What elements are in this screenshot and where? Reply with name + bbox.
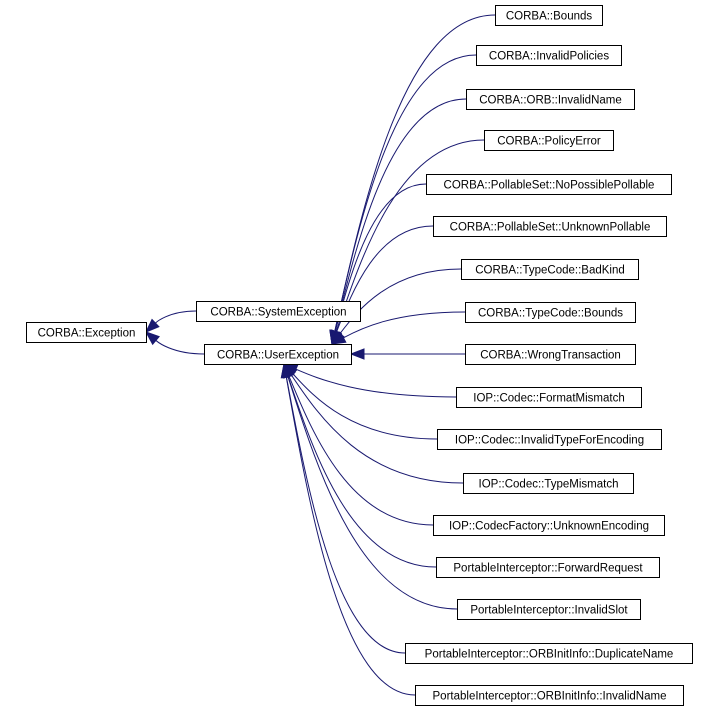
edge-line — [155, 340, 205, 355]
class-label: CORBA::UserException — [217, 350, 339, 362]
class-node-unknownpollable[interactable]: CORBA::PollableSet::UnknownPollable — [433, 216, 667, 237]
class-box — [456, 387, 642, 408]
class-box — [433, 216, 667, 237]
edge-line — [292, 373, 438, 440]
edge-line — [290, 374, 464, 484]
class-node-formatmismatch[interactable]: IOP::Codec::FormatMismatch — [456, 387, 642, 408]
class-label: PortableInterceptor::ORBInitInfo::Duplic… — [425, 649, 674, 661]
class-node-duplicatename[interactable]: PortableInterceptor::ORBInitInfo::Duplic… — [405, 643, 693, 664]
class-label: IOP::Codec::TypeMismatch — [479, 479, 619, 491]
inheritance-edge-forwardrequest — [282, 362, 437, 568]
arrowhead — [280, 362, 292, 379]
class-node-system[interactable]: CORBA::SystemException — [196, 301, 361, 322]
class-box — [476, 45, 622, 66]
class-box — [466, 89, 635, 110]
class-label: CORBA::PollableSet::UnknownPollable — [450, 222, 651, 234]
class-label: PortableInterceptor::ORBInitInfo::Invali… — [433, 691, 667, 703]
class-box — [426, 174, 672, 195]
class-box — [463, 473, 634, 494]
edge-line — [334, 14, 496, 332]
class-label: CORBA::Exception — [38, 328, 136, 340]
class-box — [495, 5, 603, 26]
edge-line — [287, 376, 458, 610]
class-box — [461, 259, 639, 280]
class-label: CORBA::TypeCode::BadKind — [475, 265, 625, 277]
class-box — [437, 429, 662, 450]
edge-line — [285, 376, 416, 696]
edge-line — [334, 54, 477, 332]
inheritance-edge-typemismatch — [283, 362, 464, 484]
class-node-invalidpolicies[interactable]: CORBA::InvalidPolicies — [476, 45, 622, 66]
inheritance-edge-user — [144, 331, 205, 355]
class-box — [196, 301, 361, 322]
class-box — [484, 130, 614, 151]
inheritance-edge-wrongtransaction — [349, 348, 466, 360]
class-label: CORBA::InvalidPolicies — [489, 51, 609, 63]
class-box — [436, 557, 660, 578]
class-label: CORBA::ORB::InvalidName — [479, 95, 622, 107]
class-box — [204, 344, 352, 365]
inheritance-edge-duplicatename — [280, 362, 406, 654]
class-label: IOP::CodecFactory::UnknownEncoding — [449, 521, 649, 533]
class-box — [433, 515, 665, 536]
class-node-invalidslot[interactable]: PortableInterceptor::InvalidSlot — [457, 599, 641, 620]
edge-line — [295, 368, 457, 398]
arrowhead — [349, 348, 365, 360]
class-label: CORBA::SystemException — [210, 307, 346, 319]
class-node-invalidtypeforencoding[interactable]: IOP::Codec::InvalidTypeForEncoding — [437, 429, 662, 450]
class-node-bounds[interactable]: CORBA::Bounds — [495, 5, 603, 26]
class-node-policyerror[interactable]: CORBA::PolicyError — [484, 130, 614, 151]
class-node-exception[interactable]: CORBA::Exception — [26, 322, 147, 343]
class-label: CORBA::PolicyError — [497, 136, 601, 148]
inheritance-edge-tc-bounds — [330, 311, 466, 345]
class-node-nopossiblepollable[interactable]: CORBA::PollableSet::NoPossiblePollable — [426, 174, 672, 195]
edge-line — [343, 311, 466, 339]
class-label: CORBA::WrongTransaction — [480, 350, 621, 362]
class-node-orbinit-invalidname[interactable]: PortableInterceptor::ORBInitInfo::Invali… — [415, 685, 684, 706]
class-label: IOP::Codec::FormatMismatch — [473, 393, 624, 405]
class-box — [415, 685, 684, 706]
edge-line — [288, 375, 434, 526]
arrowhead — [330, 332, 347, 345]
class-label: CORBA::PollableSet::NoPossiblePollable — [444, 180, 655, 192]
class-node-badkind[interactable]: CORBA::TypeCode::BadKind — [461, 259, 639, 280]
class-label: IOP::Codec::InvalidTypeForEncoding — [455, 435, 644, 447]
class-node-forwardrequest[interactable]: PortableInterceptor::ForwardRequest — [436, 557, 660, 578]
class-node-orb-invalidname[interactable]: CORBA::ORB::InvalidName — [466, 89, 635, 110]
edge-line — [339, 268, 462, 334]
arrowhead — [144, 318, 160, 333]
class-label: PortableInterceptor::InvalidSlot — [470, 605, 628, 617]
edge-line — [155, 310, 197, 324]
class-box — [26, 322, 147, 343]
class-box — [405, 643, 693, 664]
class-node-typemismatch[interactable]: IOP::Codec::TypeMismatch — [463, 473, 634, 494]
inheritance-edge-formatmismatch — [282, 363, 457, 398]
inheritance-edge-invalidtypeforencoding — [283, 362, 438, 440]
class-node-user[interactable]: CORBA::UserException — [204, 344, 352, 365]
inheritance-edge-orbinit-invalidname — [280, 362, 416, 696]
edge-line — [334, 98, 467, 332]
inheritance-edge-system — [144, 310, 197, 333]
class-label: PortableInterceptor::ForwardRequest — [453, 563, 643, 575]
class-node-wrongtransaction[interactable]: CORBA::WrongTransaction — [465, 344, 636, 365]
class-node-unknownencoding[interactable]: IOP::CodecFactory::UnknownEncoding — [433, 515, 665, 536]
arrowhead — [144, 331, 160, 346]
class-label: CORBA::TypeCode::Bounds — [478, 308, 623, 320]
edge-line — [285, 376, 406, 654]
class-box — [465, 302, 636, 323]
edge-line — [335, 139, 485, 332]
class-node-tc-bounds[interactable]: CORBA::TypeCode::Bounds — [465, 302, 636, 323]
class-label: CORBA::Bounds — [506, 11, 593, 23]
class-box — [457, 599, 641, 620]
class-box — [465, 344, 636, 365]
nodes-layer: CORBA::ExceptionCORBA::SystemExceptionCO… — [26, 5, 693, 706]
edge-line — [287, 376, 437, 568]
